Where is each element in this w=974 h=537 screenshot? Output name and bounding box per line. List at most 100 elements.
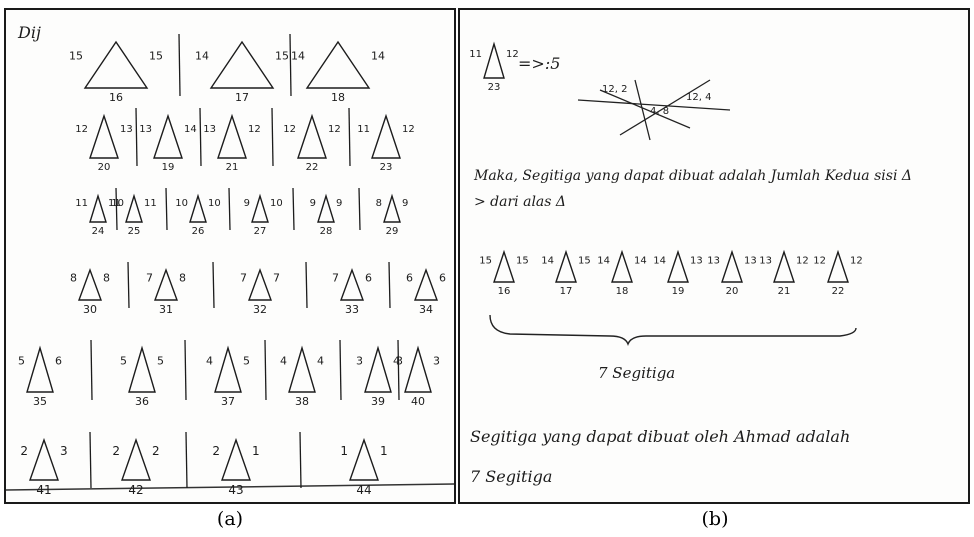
triangle-outline bbox=[721, 249, 743, 283]
triangle-base: 28 bbox=[320, 226, 333, 237]
triangle-base: 39 bbox=[371, 395, 385, 408]
page-edge-line bbox=[6, 483, 454, 491]
triangle-right-side: 8 bbox=[103, 271, 110, 284]
separator-line bbox=[339, 339, 342, 401]
triangle-outline bbox=[305, 40, 371, 89]
triangle-outline bbox=[667, 249, 689, 283]
explanation-line-2: > dari alas Δ bbox=[474, 194, 566, 210]
triangle-right-side: 13 bbox=[690, 255, 703, 266]
triangle-left-side: 15 bbox=[69, 49, 83, 62]
triangle-left-side: 1 bbox=[340, 444, 348, 458]
triangle-outline bbox=[125, 193, 143, 223]
triangle-outline bbox=[209, 40, 275, 89]
triangle-base: 41 bbox=[36, 483, 51, 497]
triangle-right-side: 15 bbox=[578, 255, 591, 266]
triangle-left-side: 4 bbox=[280, 355, 287, 368]
triangle-base: 16 bbox=[109, 91, 123, 104]
panel-a-header: Dij bbox=[17, 23, 41, 42]
triangle-base: 37 bbox=[221, 395, 235, 408]
triangle-outline bbox=[77, 267, 103, 301]
triangle-right-side: 14 bbox=[371, 49, 385, 62]
triangle-right-side: 9 bbox=[336, 198, 342, 209]
triangle-left-side: 12 bbox=[75, 124, 88, 135]
triangle-outline bbox=[371, 113, 401, 159]
triangle-right-side: 9 bbox=[402, 198, 408, 209]
panel-b: =>:5 12, 2 12, 4 4, 8 Maka, Segitiga yan… bbox=[458, 8, 970, 504]
triangle-left-side: 13 bbox=[139, 124, 152, 135]
separator-line bbox=[271, 107, 274, 167]
triangle-left-side: 6 bbox=[406, 271, 413, 284]
triangle-right-side: 12 bbox=[328, 124, 341, 135]
separator-line bbox=[135, 107, 138, 167]
triangle-outline bbox=[483, 41, 505, 79]
triangle-base: 23 bbox=[488, 82, 501, 93]
triangle-outline bbox=[26, 345, 54, 393]
triangle-right-side: 11 bbox=[144, 198, 157, 209]
triangle-outline bbox=[217, 113, 247, 159]
triangle-left-side: 3 bbox=[356, 355, 363, 368]
triangle-right-side: 6 bbox=[365, 271, 372, 284]
triangle-outline bbox=[297, 113, 327, 159]
triangle-base: 17 bbox=[235, 91, 249, 104]
line-intersection-sketch bbox=[577, 79, 731, 141]
triangle-right-side: 4 bbox=[317, 355, 324, 368]
triangle-outline bbox=[83, 40, 149, 89]
panel-b-drawing: =>:5 12, 2 12, 4 4, 8 Maka, Segitiga yan… bbox=[469, 41, 912, 486]
triangle-outline bbox=[349, 437, 379, 481]
triangle-outline bbox=[214, 345, 242, 393]
triangle-right-side: 6 bbox=[55, 355, 62, 368]
triangle-left-side: 14 bbox=[291, 49, 305, 62]
separator-line bbox=[199, 107, 202, 167]
triangle-right-side: 13 bbox=[744, 255, 757, 266]
triangle-base: 43 bbox=[228, 483, 243, 497]
separator-line bbox=[388, 261, 391, 309]
sketch-label: 12, 2 bbox=[602, 84, 627, 95]
grouping-brace bbox=[489, 314, 857, 346]
separator-line bbox=[185, 431, 188, 489]
triangle-left-side: 2 bbox=[212, 444, 220, 458]
triangle-outline bbox=[128, 345, 156, 393]
triangle-base: 34 bbox=[419, 303, 433, 316]
triangle-right-side: 8 bbox=[179, 271, 186, 284]
triangle-right-side: 1 bbox=[252, 444, 260, 458]
triangle-base: 33 bbox=[345, 303, 359, 316]
triangle-base: 20 bbox=[726, 286, 739, 297]
triangle-right-side: 5 bbox=[157, 355, 164, 368]
separator-line bbox=[305, 261, 308, 309]
triangle-left-side: 8 bbox=[70, 271, 77, 284]
triangle-left-side: 14 bbox=[541, 255, 554, 266]
triangle-outline bbox=[555, 249, 577, 283]
triangle-base: 35 bbox=[33, 395, 47, 408]
triangle-base: 20 bbox=[98, 162, 111, 173]
triangle-left-side: 10 bbox=[111, 198, 124, 209]
separator-line bbox=[184, 339, 187, 401]
triangle-base: 24 bbox=[92, 226, 105, 237]
triangle-right-side: 10 bbox=[208, 198, 221, 209]
triangle-outline bbox=[29, 437, 59, 481]
triangle-left-side: 12 bbox=[283, 124, 296, 135]
triangle-figure: 2 1 43 bbox=[212, 437, 260, 497]
triangle-base: 16 bbox=[498, 286, 511, 297]
first-result: =>:5 bbox=[518, 54, 560, 73]
triangle-base: 30 bbox=[83, 303, 97, 316]
triangle-left-side: 14 bbox=[195, 49, 209, 62]
triangle-left-side: 5 bbox=[18, 355, 25, 368]
triangle-left-side: 7 bbox=[146, 271, 153, 284]
separator-line bbox=[289, 33, 292, 97]
triangle-base: 21 bbox=[778, 286, 791, 297]
triangle-right-side: 2 bbox=[152, 444, 160, 458]
separator-line bbox=[292, 187, 295, 231]
triangle-left-side: 8 bbox=[376, 198, 382, 209]
